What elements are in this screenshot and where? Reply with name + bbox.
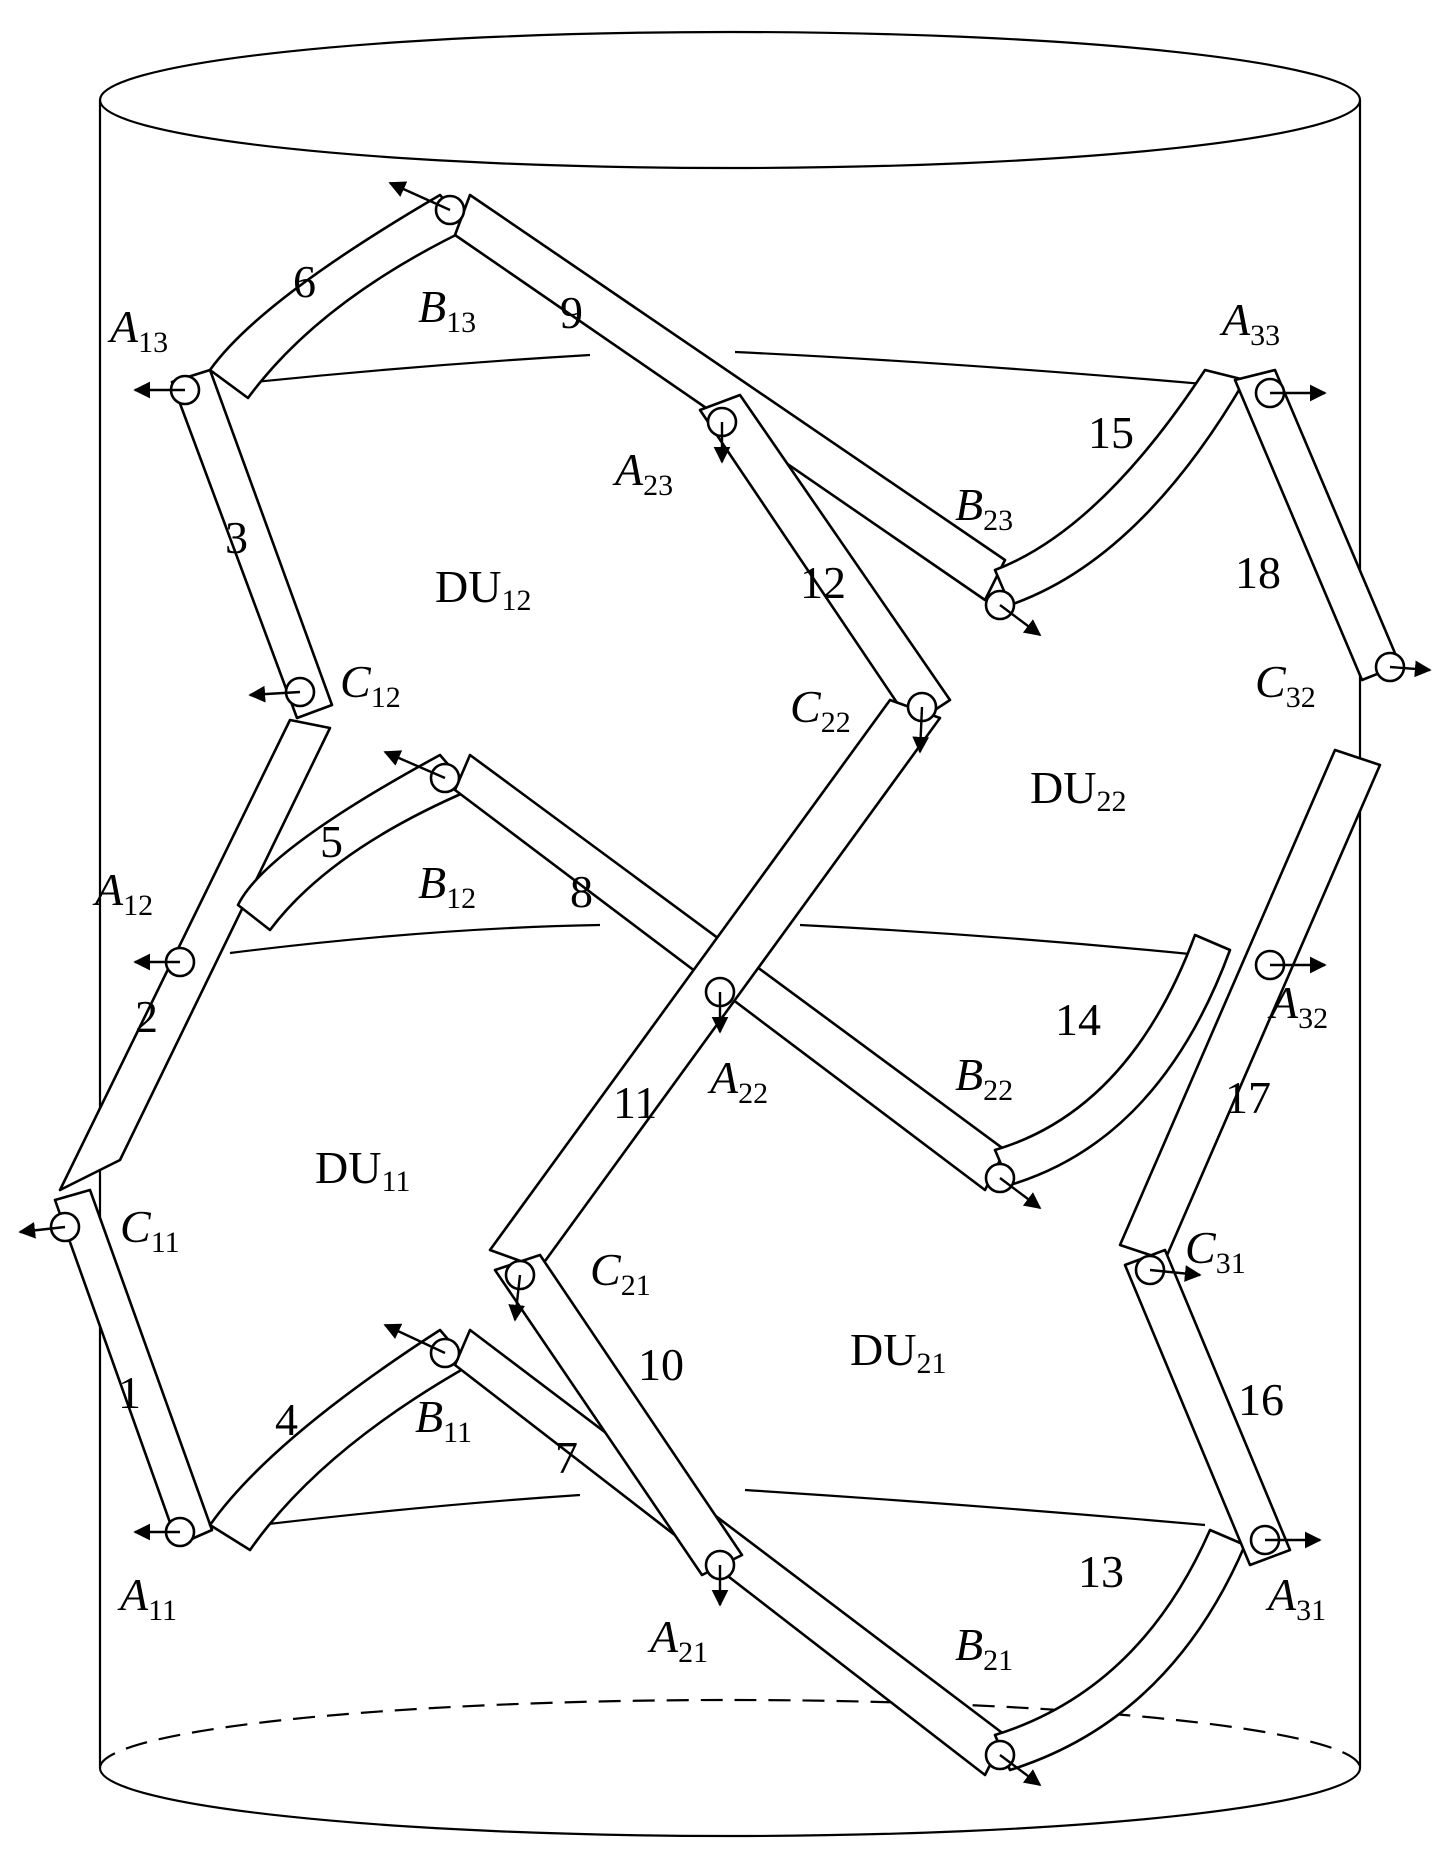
label-du12: DU12 bbox=[435, 561, 531, 617]
label-a12: A12 bbox=[92, 864, 153, 922]
label-c21: C21 bbox=[590, 1244, 651, 1302]
link-18-bar bbox=[1233, 368, 1402, 682]
arrow-b13 bbox=[388, 181, 451, 212]
label-a33: A33 bbox=[1219, 294, 1280, 352]
section-curve-upper-right bbox=[734, 350, 1216, 387]
label-a31: A31 bbox=[1265, 1569, 1326, 1627]
label-b13: B13 bbox=[418, 281, 476, 339]
arrow-b12 bbox=[383, 750, 446, 780]
link-number-11: 11 bbox=[613, 1077, 657, 1128]
arrow-b11 bbox=[383, 1323, 446, 1355]
link-number-8: 8 bbox=[570, 866, 593, 917]
arrow-c12 bbox=[248, 685, 301, 703]
cylinder-top-ellipse bbox=[98, 30, 1362, 170]
label-b22: B22 bbox=[955, 1049, 1013, 1107]
link-1-bar bbox=[53, 1188, 214, 1547]
label-c12: C12 bbox=[340, 656, 401, 714]
arrow-c11 bbox=[18, 1221, 66, 1239]
link-number-5: 5 bbox=[320, 816, 343, 867]
link-number-16: 16 bbox=[1238, 1374, 1284, 1425]
link-number-12: 12 bbox=[800, 557, 846, 608]
link-14-bar bbox=[993, 933, 1232, 1187]
label-a32: A32 bbox=[1267, 977, 1328, 1035]
link-number-10: 10 bbox=[638, 1339, 684, 1390]
section-curve-mid-left bbox=[229, 923, 601, 955]
section-curve-mid-right bbox=[799, 923, 1201, 957]
link-number-13: 13 bbox=[1078, 1546, 1124, 1597]
joint-labels: A11 A12 A13 B11 B12 B13 C11 C12 A21 A22 … bbox=[92, 281, 1328, 1677]
label-a22: A22 bbox=[707, 1052, 768, 1110]
link-2-bar bbox=[58, 718, 332, 1192]
section-curves bbox=[229, 350, 1216, 1527]
label-du11: DU11 bbox=[315, 1142, 410, 1198]
label-c31: C31 bbox=[1185, 1222, 1246, 1280]
arrow-c32 bbox=[1389, 660, 1432, 678]
link-number-15: 15 bbox=[1088, 407, 1134, 458]
section-curve-low-left bbox=[259, 1493, 581, 1527]
link-number-17: 17 bbox=[1225, 1072, 1271, 1123]
label-c11: C11 bbox=[120, 1201, 180, 1259]
cylinder-bottom-back-dashed bbox=[98, 1698, 1362, 1769]
label-a13: A13 bbox=[107, 301, 168, 359]
link-number-7: 7 bbox=[555, 1432, 578, 1483]
label-c22: C22 bbox=[790, 681, 851, 739]
link-number-4: 4 bbox=[275, 1394, 298, 1445]
arrow-c21 bbox=[508, 1274, 526, 1322]
link-number-labels: 1 2 3 4 5 6 7 8 9 10 11 12 13 14 15 16 1… bbox=[118, 256, 1284, 1597]
label-du22: DU22 bbox=[1030, 762, 1126, 818]
joint-arrows bbox=[18, 181, 1432, 1787]
section-curve-low-right bbox=[744, 1488, 1206, 1527]
label-c32: C32 bbox=[1255, 656, 1316, 714]
label-a11: A11 bbox=[117, 1569, 177, 1627]
arrow-c22 bbox=[912, 706, 930, 754]
links bbox=[53, 193, 1402, 1777]
unit-labels: DU11 DU12 DU21 DU22 bbox=[315, 561, 1126, 1380]
link-number-3: 3 bbox=[225, 512, 248, 563]
section-curve-upper-left bbox=[244, 353, 591, 385]
label-b23: B23 bbox=[955, 479, 1013, 537]
link-17-bar bbox=[1118, 748, 1382, 1262]
link-number-18: 18 bbox=[1235, 547, 1281, 598]
label-b21: B21 bbox=[955, 1619, 1013, 1677]
arrow-b21 bbox=[999, 1754, 1042, 1787]
link-3-bar bbox=[170, 368, 334, 720]
link-number-6: 6 bbox=[293, 256, 316, 307]
link-number-2: 2 bbox=[135, 991, 158, 1042]
arrow-b23 bbox=[999, 604, 1042, 637]
link-number-1: 1 bbox=[118, 1367, 141, 1418]
label-du21: DU21 bbox=[850, 1324, 946, 1380]
cylinder-bottom-front bbox=[98, 1767, 1362, 1838]
label-a21: A21 bbox=[647, 1611, 708, 1669]
link-10-bar bbox=[493, 1253, 744, 1577]
link-15-bar bbox=[993, 368, 1247, 607]
arrow-b22 bbox=[999, 1177, 1042, 1210]
arrow-c31 bbox=[1149, 1265, 1202, 1282]
label-b11: B11 bbox=[415, 1391, 472, 1449]
link-12-bar bbox=[698, 393, 952, 727]
link-number-14: 14 bbox=[1055, 994, 1101, 1045]
label-b12: B12 bbox=[418, 857, 476, 915]
cylinder bbox=[98, 30, 1362, 1838]
label-a23: A23 bbox=[612, 444, 673, 502]
link-number-9: 9 bbox=[560, 287, 583, 338]
